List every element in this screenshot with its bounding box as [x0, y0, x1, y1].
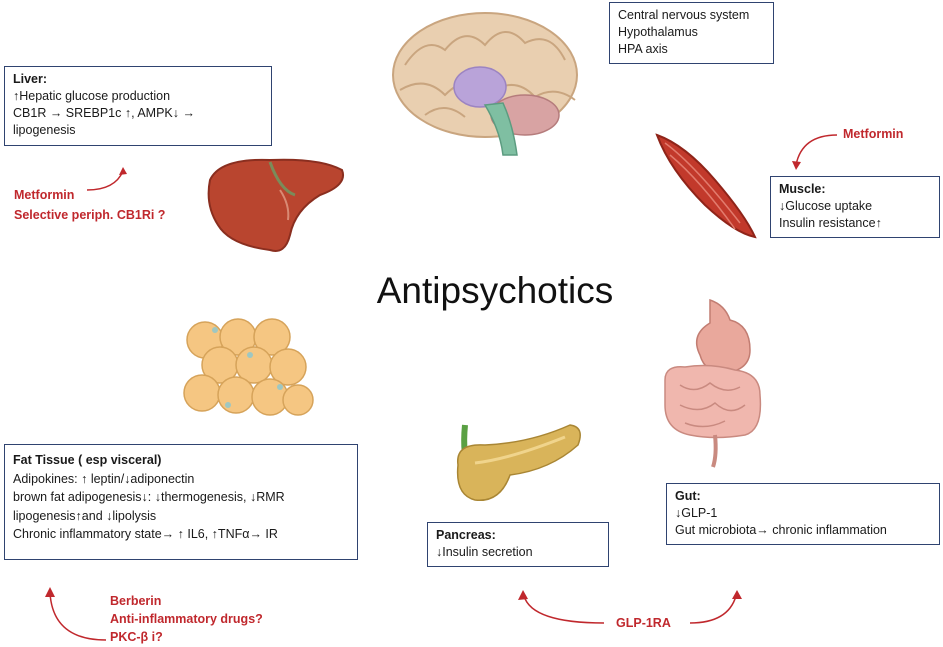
cns-line: Hypothalamus — [618, 25, 698, 39]
fat-line: Chronic inflammatory state→ ↑ IL6, ↑TNFα… — [13, 527, 278, 541]
gut-line: ↓GLP-1 — [675, 506, 718, 520]
liver-treatment-cb1ri: Selective periph. CB1Ri ? — [14, 208, 166, 222]
fat-treatment-anti-inflammatory: Anti-inflammatory drugs? — [110, 612, 263, 626]
center-title: Antipsychotics — [376, 270, 614, 311]
cns-line: Central nervous system — [618, 8, 750, 22]
gut-box: Gut: ↓GLP-1 Gut microbiota→ chronic infl… — [666, 483, 940, 545]
cns-line: HPA axis — [618, 42, 668, 56]
glp1ra-gut-arrow — [689, 590, 742, 624]
glp1ra-treatment: GLP-1RA — [616, 616, 671, 630]
gut-illustration — [664, 298, 762, 468]
liver-line: ↑Hepatic glucose production — [13, 89, 171, 103]
liver-title: Liver: — [13, 72, 48, 86]
muscle-title: Muscle: — [779, 182, 826, 196]
fat-line: brown fat adipogenesis↓: ↓thermogenesis,… — [13, 490, 285, 504]
gut-title: Gut: — [675, 489, 701, 503]
fat-line: lipogenesis↑and ↓lipolysis — [13, 508, 157, 523]
muscle-illustration — [655, 133, 757, 239]
pancreas-title: Pancreas: — [436, 528, 496, 542]
muscle-box: Muscle: ↓Glucose uptake Insulin resistan… — [770, 176, 940, 238]
liver-box: Liver: ↑Hepatic glucose production CB1R … — [4, 66, 272, 146]
pancreas-line: ↓Insulin secretion — [436, 545, 533, 559]
fat-treatment-arrow — [45, 587, 107, 641]
pancreas-box: Pancreas: ↓Insulin secretion — [427, 522, 609, 567]
liver-line: lipogenesis — [13, 123, 76, 137]
fat-cells-illustration — [183, 318, 314, 416]
muscle-treatment-arrow — [792, 134, 838, 170]
liver-treatment-metformin: Metformin — [14, 188, 75, 202]
muscle-treatment-metformin: Metformin — [843, 127, 904, 141]
muscle-line: ↓Glucose uptake — [779, 199, 873, 213]
cns-box: Central nervous system Hypothalamus HPA … — [609, 2, 774, 64]
fat-title: Fat Tissue ( esp visceral) — [13, 453, 162, 467]
fat-treatment-berberin: Berberin — [110, 594, 162, 608]
glp1ra-pancreas-arrow — [518, 590, 605, 624]
fat-tissue-box: Fat Tissue ( esp visceral) Adipokines: ↑… — [4, 444, 358, 560]
liver-illustration — [207, 158, 344, 252]
muscle-line: Insulin resistance↑ — [779, 216, 882, 230]
liver-treatment-arrow — [86, 167, 127, 191]
fat-line: Adipokines: ↑ leptin/↓adiponectin — [13, 471, 195, 486]
brain-illustration — [392, 12, 578, 156]
gut-line: Gut microbiota→ chronic inflammation — [675, 523, 887, 537]
pancreas-illustration — [456, 424, 581, 502]
fat-treatment-pkc-beta-i: PKC-β i? — [110, 630, 163, 644]
liver-line: CB1R → SREBP1c ↑, AMPK↓ → — [13, 106, 195, 120]
